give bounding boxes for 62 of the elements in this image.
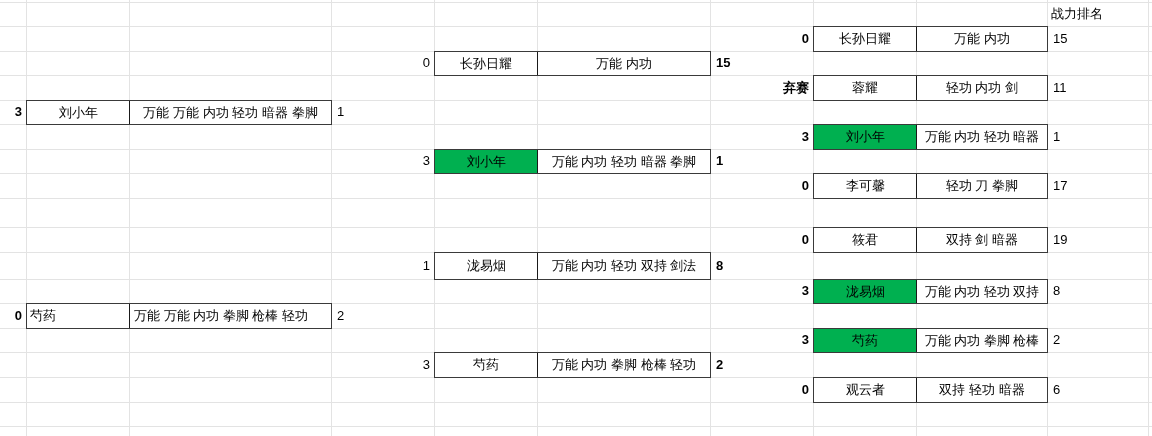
power-rank: 1 — [337, 103, 345, 122]
power-rank: 2 — [716, 355, 724, 374]
player-name-cell: 芍药 — [27, 304, 130, 328]
bracket-entry — [434, 149, 711, 174]
power-rank: 11 — [1053, 78, 1067, 97]
skill-list: 万能 内功 轻功 暗器 拳脚 — [551, 151, 697, 172]
match-score: 3 — [801, 331, 809, 350]
skill-list: 万能 万能 内功 轻功 暗器 拳脚 — [143, 102, 318, 123]
match-score: 0 — [801, 230, 809, 249]
skill-list: 万能 内功 轻功 暗器 — [924, 127, 1040, 147]
skill-list: 万能 万能 内功 拳脚 枪棒 轻功 — [134, 306, 309, 326]
bracket-entry — [434, 51, 711, 76]
match-score: 0 — [801, 176, 809, 195]
match-score: 3 — [801, 127, 809, 146]
match-score: 0 — [801, 29, 809, 48]
column-header: 战力排名 — [1051, 5, 1103, 24]
player-name-cell: 刘小年 — [435, 150, 538, 173]
match-score: 0 — [14, 306, 22, 325]
match-score: 0 — [801, 380, 809, 399]
bracket-entry — [813, 173, 1048, 199]
bracket-entry — [26, 303, 332, 329]
power-rank: 8 — [1053, 282, 1061, 301]
match-score: 3 — [422, 355, 430, 374]
skill-list: 轻功 内功 剑 — [945, 78, 1019, 98]
bracket-entry — [813, 26, 1048, 52]
bracket-entry — [813, 75, 1048, 101]
skill-list: 轻功 刀 拳脚 — [945, 176, 1019, 196]
bracket-entry — [434, 252, 711, 280]
match-score: 3 — [14, 103, 22, 122]
power-rank: 19 — [1053, 230, 1068, 249]
match-score: 3 — [801, 282, 809, 301]
player-name-cell: 刘小年 — [814, 125, 917, 149]
skill-list: 万能 内功 拳脚 枪棒 轻功 — [551, 355, 697, 375]
power-rank: 15 — [1053, 29, 1068, 48]
player-name-cell: 泷易烟 — [814, 280, 917, 303]
power-rank: 6 — [1053, 380, 1061, 399]
match-score: 3 — [422, 152, 430, 171]
bracket-entry — [813, 328, 1048, 353]
power-rank: 2 — [337, 306, 345, 325]
skill-list: 万能 内功 — [596, 53, 652, 74]
bracket-entry — [813, 279, 1048, 304]
bracket-entry — [813, 377, 1048, 403]
power-rank: 8 — [716, 256, 724, 275]
skill-list: 双持 剑 暗器 — [945, 230, 1019, 250]
skill-list: 万能 内功 轻功 双持 剑法 — [551, 256, 697, 276]
power-rank: 1 — [1053, 127, 1061, 146]
power-rank: 2 — [1053, 331, 1061, 350]
power-rank: 1 — [716, 152, 724, 171]
match-score: 0 — [422, 54, 430, 73]
bracket-entry — [26, 100, 332, 125]
match-score: 弃赛 — [783, 78, 809, 97]
skill-list: 万能 内功 — [954, 29, 1010, 49]
power-rank: 15 — [716, 54, 731, 73]
skill-list: 双持 轻功 暗器 — [939, 380, 1025, 400]
player-name-cell: 芍药 — [814, 329, 917, 352]
match-score: 1 — [422, 256, 430, 275]
bracket-entry — [813, 227, 1048, 253]
skill-list: 万能 内功 拳脚 枪棒 — [924, 330, 1040, 351]
bracket-entry — [813, 124, 1048, 150]
power-rank: 17 — [1053, 176, 1068, 195]
bracket-entry — [434, 352, 711, 378]
skill-list: 万能 内功 轻功 双持 — [924, 281, 1040, 302]
